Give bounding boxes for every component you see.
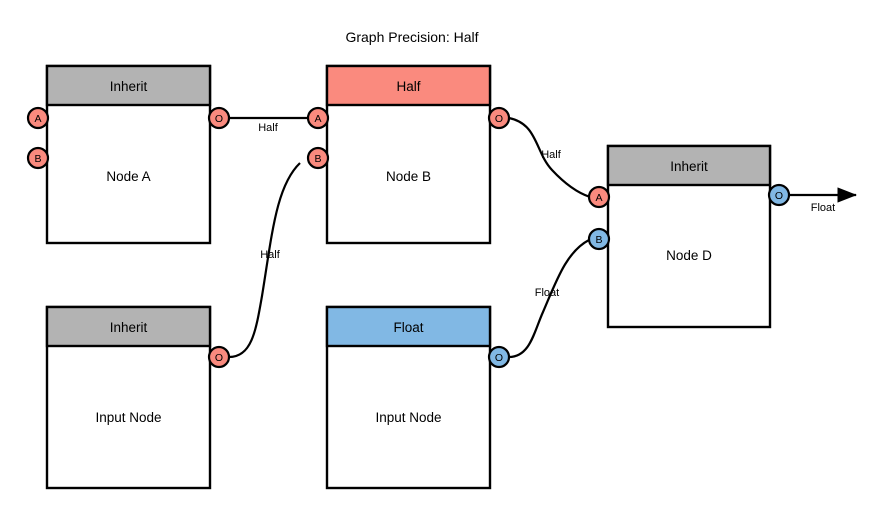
- port-circle: [767, 183, 791, 207]
- node-d-port-in-b-label: B: [595, 234, 602, 246]
- port-circle: [306, 146, 330, 170]
- node-a[interactable]: Inherit Node A A B O: [26, 64, 231, 245]
- node-d-header: [606, 144, 772, 187]
- node-b[interactable]: Half Node B A B O: [306, 64, 511, 245]
- port-circle: [207, 345, 231, 369]
- edge-a-to-b-label: Half: [258, 122, 279, 134]
- edge-a-to-b[interactable]: Half: [229, 116, 309, 134]
- node-d-header-label: Inherit: [670, 159, 708, 174]
- node-b-port-out-o-label: O: [495, 113, 503, 125]
- input-node-middle-body-label: Input Node: [375, 410, 441, 425]
- input-node-left-body-label: Input Node: [95, 410, 161, 425]
- node-d-body-label: Node D: [666, 248, 712, 263]
- edge-inmid-to-d-path: [508, 239, 590, 359]
- input-node-middle[interactable]: Float Input Node O: [325, 305, 511, 490]
- edge-inmid-to-d-label: Float: [535, 287, 559, 299]
- port-circle: [487, 106, 511, 130]
- input-node-middle-port-out-o[interactable]: O: [487, 345, 511, 369]
- node-a-port-in-a[interactable]: A: [26, 106, 50, 130]
- edge-b-to-d-path: [508, 116, 591, 199]
- edge-b-to-d[interactable]: Half: [508, 116, 591, 199]
- input-node-middle-header: [325, 305, 492, 348]
- input-node-left[interactable]: Inherit Input Node O: [45, 305, 231, 490]
- edge-b-to-d-label: Half: [541, 149, 562, 161]
- edge-inleft-to-b-path: [228, 162, 301, 359]
- node-a-header: [45, 64, 212, 107]
- edge-inleft-to-b[interactable]: Half: [228, 162, 301, 359]
- input-node-middle-port-out-o-label: O: [495, 352, 503, 364]
- node-a-port-in-a-label: A: [34, 113, 41, 125]
- edge-inleft-to-b-label: Half: [260, 249, 281, 261]
- port-circle: [306, 106, 330, 130]
- node-a-body-label: Node A: [106, 169, 150, 184]
- node-d[interactable]: Inherit Node D A B O: [587, 144, 791, 329]
- port-circle: [587, 227, 611, 251]
- port-circle: [26, 106, 50, 130]
- node-b-header: [325, 64, 492, 107]
- port-circle: [207, 106, 231, 130]
- node-b-port-out-o[interactable]: O: [487, 106, 511, 130]
- node-d-port-in-a-label: A: [595, 192, 602, 204]
- node-a-port-out-o-label: O: [215, 113, 223, 125]
- node-a-port-out-o[interactable]: O: [207, 106, 231, 130]
- input-node-middle-header-label: Float: [393, 320, 423, 335]
- node-b-port-in-a[interactable]: A: [306, 106, 330, 130]
- page-title: Graph Precision: Half: [345, 29, 478, 45]
- node-b-port-in-a-label: A: [314, 113, 321, 125]
- node-b-body-label: Node B: [386, 169, 431, 184]
- edge-d-output-label: Float: [811, 202, 835, 214]
- edge-d-output[interactable]: Float: [789, 187, 858, 214]
- node-d-port-in-a[interactable]: A: [587, 185, 611, 209]
- input-node-left-header: [45, 305, 212, 348]
- edge-inmid-to-d[interactable]: Float: [508, 239, 590, 359]
- port-circle: [487, 345, 511, 369]
- node-a-port-in-b-label: B: [34, 153, 41, 165]
- node-b-port-in-b[interactable]: B: [306, 146, 330, 170]
- node-a-header-label: Inherit: [110, 79, 148, 94]
- port-circle: [26, 146, 50, 170]
- node-d-port-out-o[interactable]: O: [767, 183, 791, 207]
- port-circle: [587, 185, 611, 209]
- input-node-left-port-out-o[interactable]: O: [207, 345, 231, 369]
- input-node-left-port-out-o-label: O: [215, 352, 223, 364]
- node-d-port-in-b[interactable]: B: [587, 227, 611, 251]
- node-b-header-label: Half: [396, 79, 420, 94]
- node-b-port-in-b-label: B: [314, 153, 321, 165]
- node-a-port-in-b[interactable]: B: [26, 146, 50, 170]
- input-node-left-header-label: Inherit: [110, 320, 148, 335]
- node-d-port-out-o-label: O: [775, 190, 783, 202]
